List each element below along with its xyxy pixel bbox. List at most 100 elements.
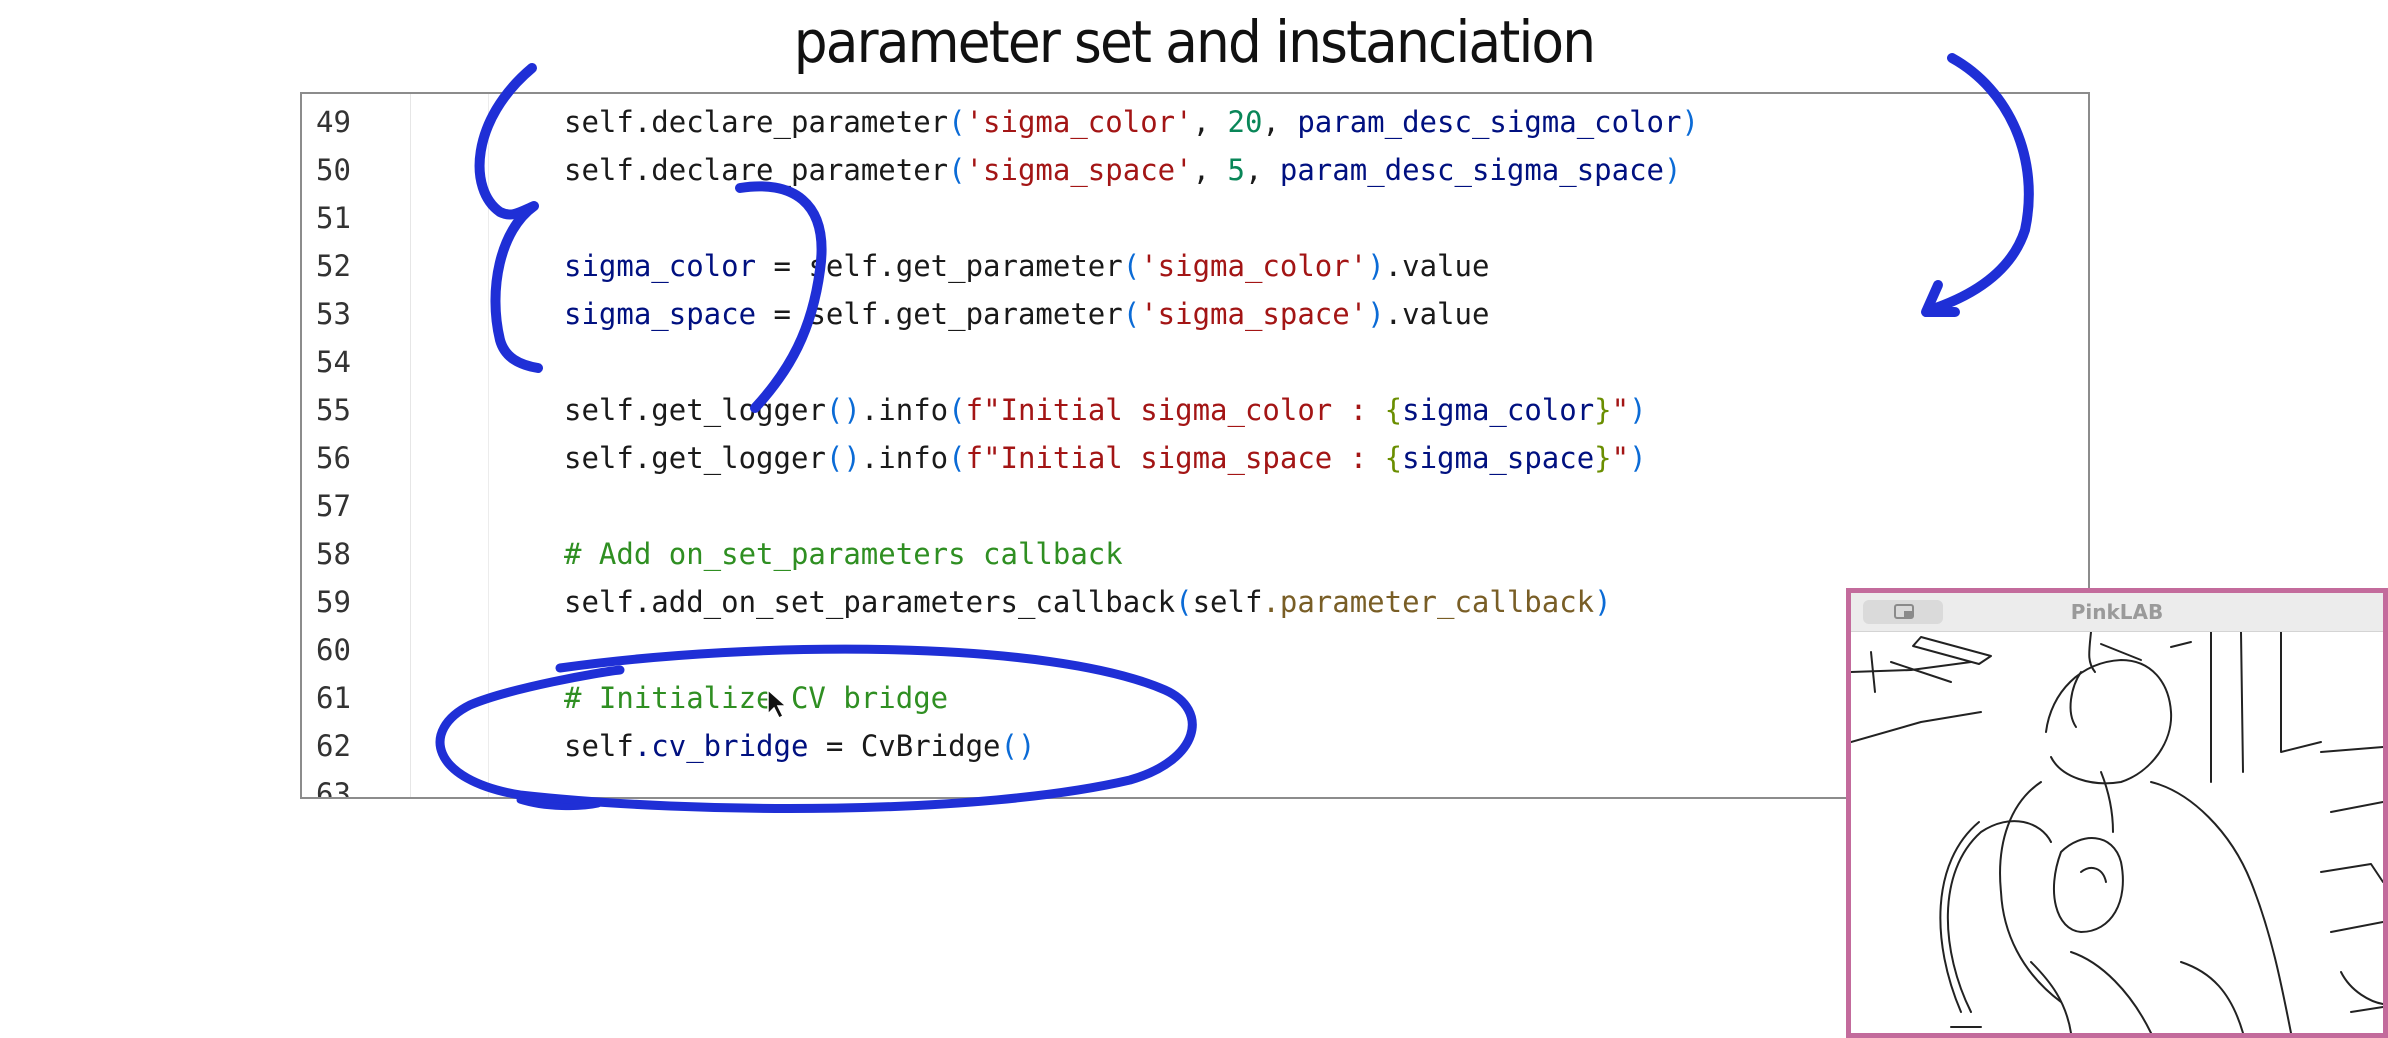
code-token: self — [1192, 585, 1263, 619]
code-token: sigma_space — [564, 297, 757, 331]
code-text: self.declare_parameter('sigma_space', 5,… — [564, 146, 1681, 194]
code-token: ) — [1367, 249, 1385, 283]
code-token: sigma_space — [1402, 441, 1595, 475]
code-text: self.cv_bridge = CvBridge() — [564, 722, 1035, 770]
code-token: ) — [1664, 153, 1682, 187]
line-number: 50 — [316, 153, 351, 187]
code-text: self.add_on_set_parameters_callback(self… — [564, 578, 1612, 626]
webcam-titlebar[interactable]: PinkLAB — [1851, 593, 2383, 632]
line-number: 63 — [316, 777, 351, 799]
line-number: 55 — [316, 393, 351, 427]
code-token: 'sigma_color' — [1140, 249, 1368, 283]
code-token: f"Initial sigma_space : — [965, 441, 1385, 475]
code-line[interactable]: 57 — [302, 482, 2088, 530]
code-token: = — [756, 249, 809, 283]
code-token: { — [1384, 393, 1403, 427]
code-token: , — [1192, 153, 1228, 187]
code-line[interactable]: 54 — [302, 338, 2088, 386]
code-token: } — [1594, 393, 1612, 427]
webcam-feed-image — [1850, 631, 2384, 1034]
code-line[interactable]: 55 self.get_logger().info(f"Initial sigma… — [302, 386, 2088, 434]
line-number: 51 — [316, 201, 351, 235]
code-token: " — [1611, 393, 1630, 427]
line-number: 52 — [316, 249, 351, 283]
code-token: () — [825, 393, 861, 427]
line-number: 61 — [316, 681, 351, 715]
code-text: sigma_space = self.get_parameter('sigma_… — [564, 290, 1489, 338]
code-token: .get_logger — [633, 393, 826, 427]
code-token: # Initialize CV bridge — [564, 681, 949, 715]
code-token: .get_parameter — [878, 297, 1123, 331]
code-line[interactable]: 63 — [302, 770, 2088, 799]
slide-title: parameter set and instanciation — [793, 8, 1596, 76]
code-line[interactable]: 61 # Initialize CV bridge — [302, 674, 2088, 722]
code-token: ( — [948, 105, 966, 139]
code-token: , — [1244, 153, 1280, 187]
code-token: } — [1594, 441, 1612, 475]
line-number: 62 — [316, 729, 351, 763]
code-token: .value — [1384, 249, 1490, 283]
code-token: param_desc_sigma_space — [1279, 153, 1664, 187]
code-token: .value — [1384, 297, 1490, 331]
code-token: = — [756, 297, 809, 331]
line-number: 59 — [316, 585, 351, 619]
code-line[interactable]: 52 sigma_color = self.get_parameter('sigm… — [302, 242, 2088, 290]
code-token: , — [1192, 105, 1228, 139]
code-token: ( — [1122, 249, 1141, 283]
code-token: 'sigma_space' — [965, 153, 1193, 187]
code-text: sigma_color = self.get_parameter('sigma_… — [564, 242, 1489, 290]
code-token: self — [564, 393, 634, 427]
code-text: self.get_logger().info(f"Initial sigma_s… — [564, 434, 1647, 482]
picture-in-picture-icon — [1894, 604, 1914, 619]
line-number: 56 — [316, 441, 351, 475]
code-line[interactable]: 58 # Add on_set_parameters callback — [302, 530, 2088, 578]
code-line[interactable]: 50 self.declare_parameter('sigma_space', … — [302, 146, 2088, 194]
code-token: () — [825, 441, 861, 475]
code-token: f"Initial sigma_color : — [965, 393, 1385, 427]
line-number: 57 — [316, 489, 351, 523]
picture-in-picture-button[interactable] — [1863, 600, 1943, 624]
line-number: 54 — [316, 345, 351, 379]
code-token: 5 — [1227, 153, 1245, 187]
code-line[interactable]: 62 self.cv_bridge = CvBridge() — [302, 722, 2088, 770]
line-number: 49 — [316, 105, 351, 139]
code-token: # Add on_set_parameters callback — [564, 537, 1123, 571]
code-token: ) — [1594, 585, 1612, 619]
code-token: self — [808, 249, 879, 283]
code-line[interactable]: 60 — [302, 626, 2088, 674]
code-token: ( — [1122, 297, 1141, 331]
code-token: .declare_parameter — [633, 153, 949, 187]
code-line[interactable]: 59 self.add_on_set_parameters_callback(se… — [302, 578, 2088, 626]
webcam-title: PinkLAB — [2070, 600, 2164, 624]
code-token: ( — [948, 441, 966, 475]
code-token: () — [1000, 729, 1036, 763]
code-token: " — [1611, 441, 1630, 475]
line-number: 60 — [316, 633, 351, 667]
code-token: self — [564, 585, 634, 619]
code-text: self.get_logger().info(f"Initial sigma_c… — [564, 386, 1647, 434]
code-token: 20 — [1227, 105, 1263, 139]
code-token: 'sigma_color' — [965, 105, 1193, 139]
code-token: .info — [860, 393, 949, 427]
webcam-window[interactable]: PinkLAB — [1846, 588, 2388, 1038]
code-token: ) — [1681, 105, 1699, 139]
code-token: self — [564, 153, 634, 187]
code-token: , — [1262, 105, 1298, 139]
code-line[interactable]: 51 — [302, 194, 2088, 242]
code-token: { — [1384, 441, 1403, 475]
code-token: 'sigma_space' — [1140, 297, 1368, 331]
code-token: self — [808, 297, 879, 331]
code-token: .get_parameter — [878, 249, 1123, 283]
code-token: sigma_color — [1402, 393, 1595, 427]
gutter-divider — [410, 94, 411, 797]
line-number: 58 — [316, 537, 351, 571]
code-text: # Initialize CV bridge — [564, 674, 948, 722]
code-token: .info — [860, 441, 949, 475]
code-token: .get_logger — [633, 441, 826, 475]
indent-guide — [488, 94, 489, 797]
code-token: CvBridge — [860, 729, 1001, 763]
